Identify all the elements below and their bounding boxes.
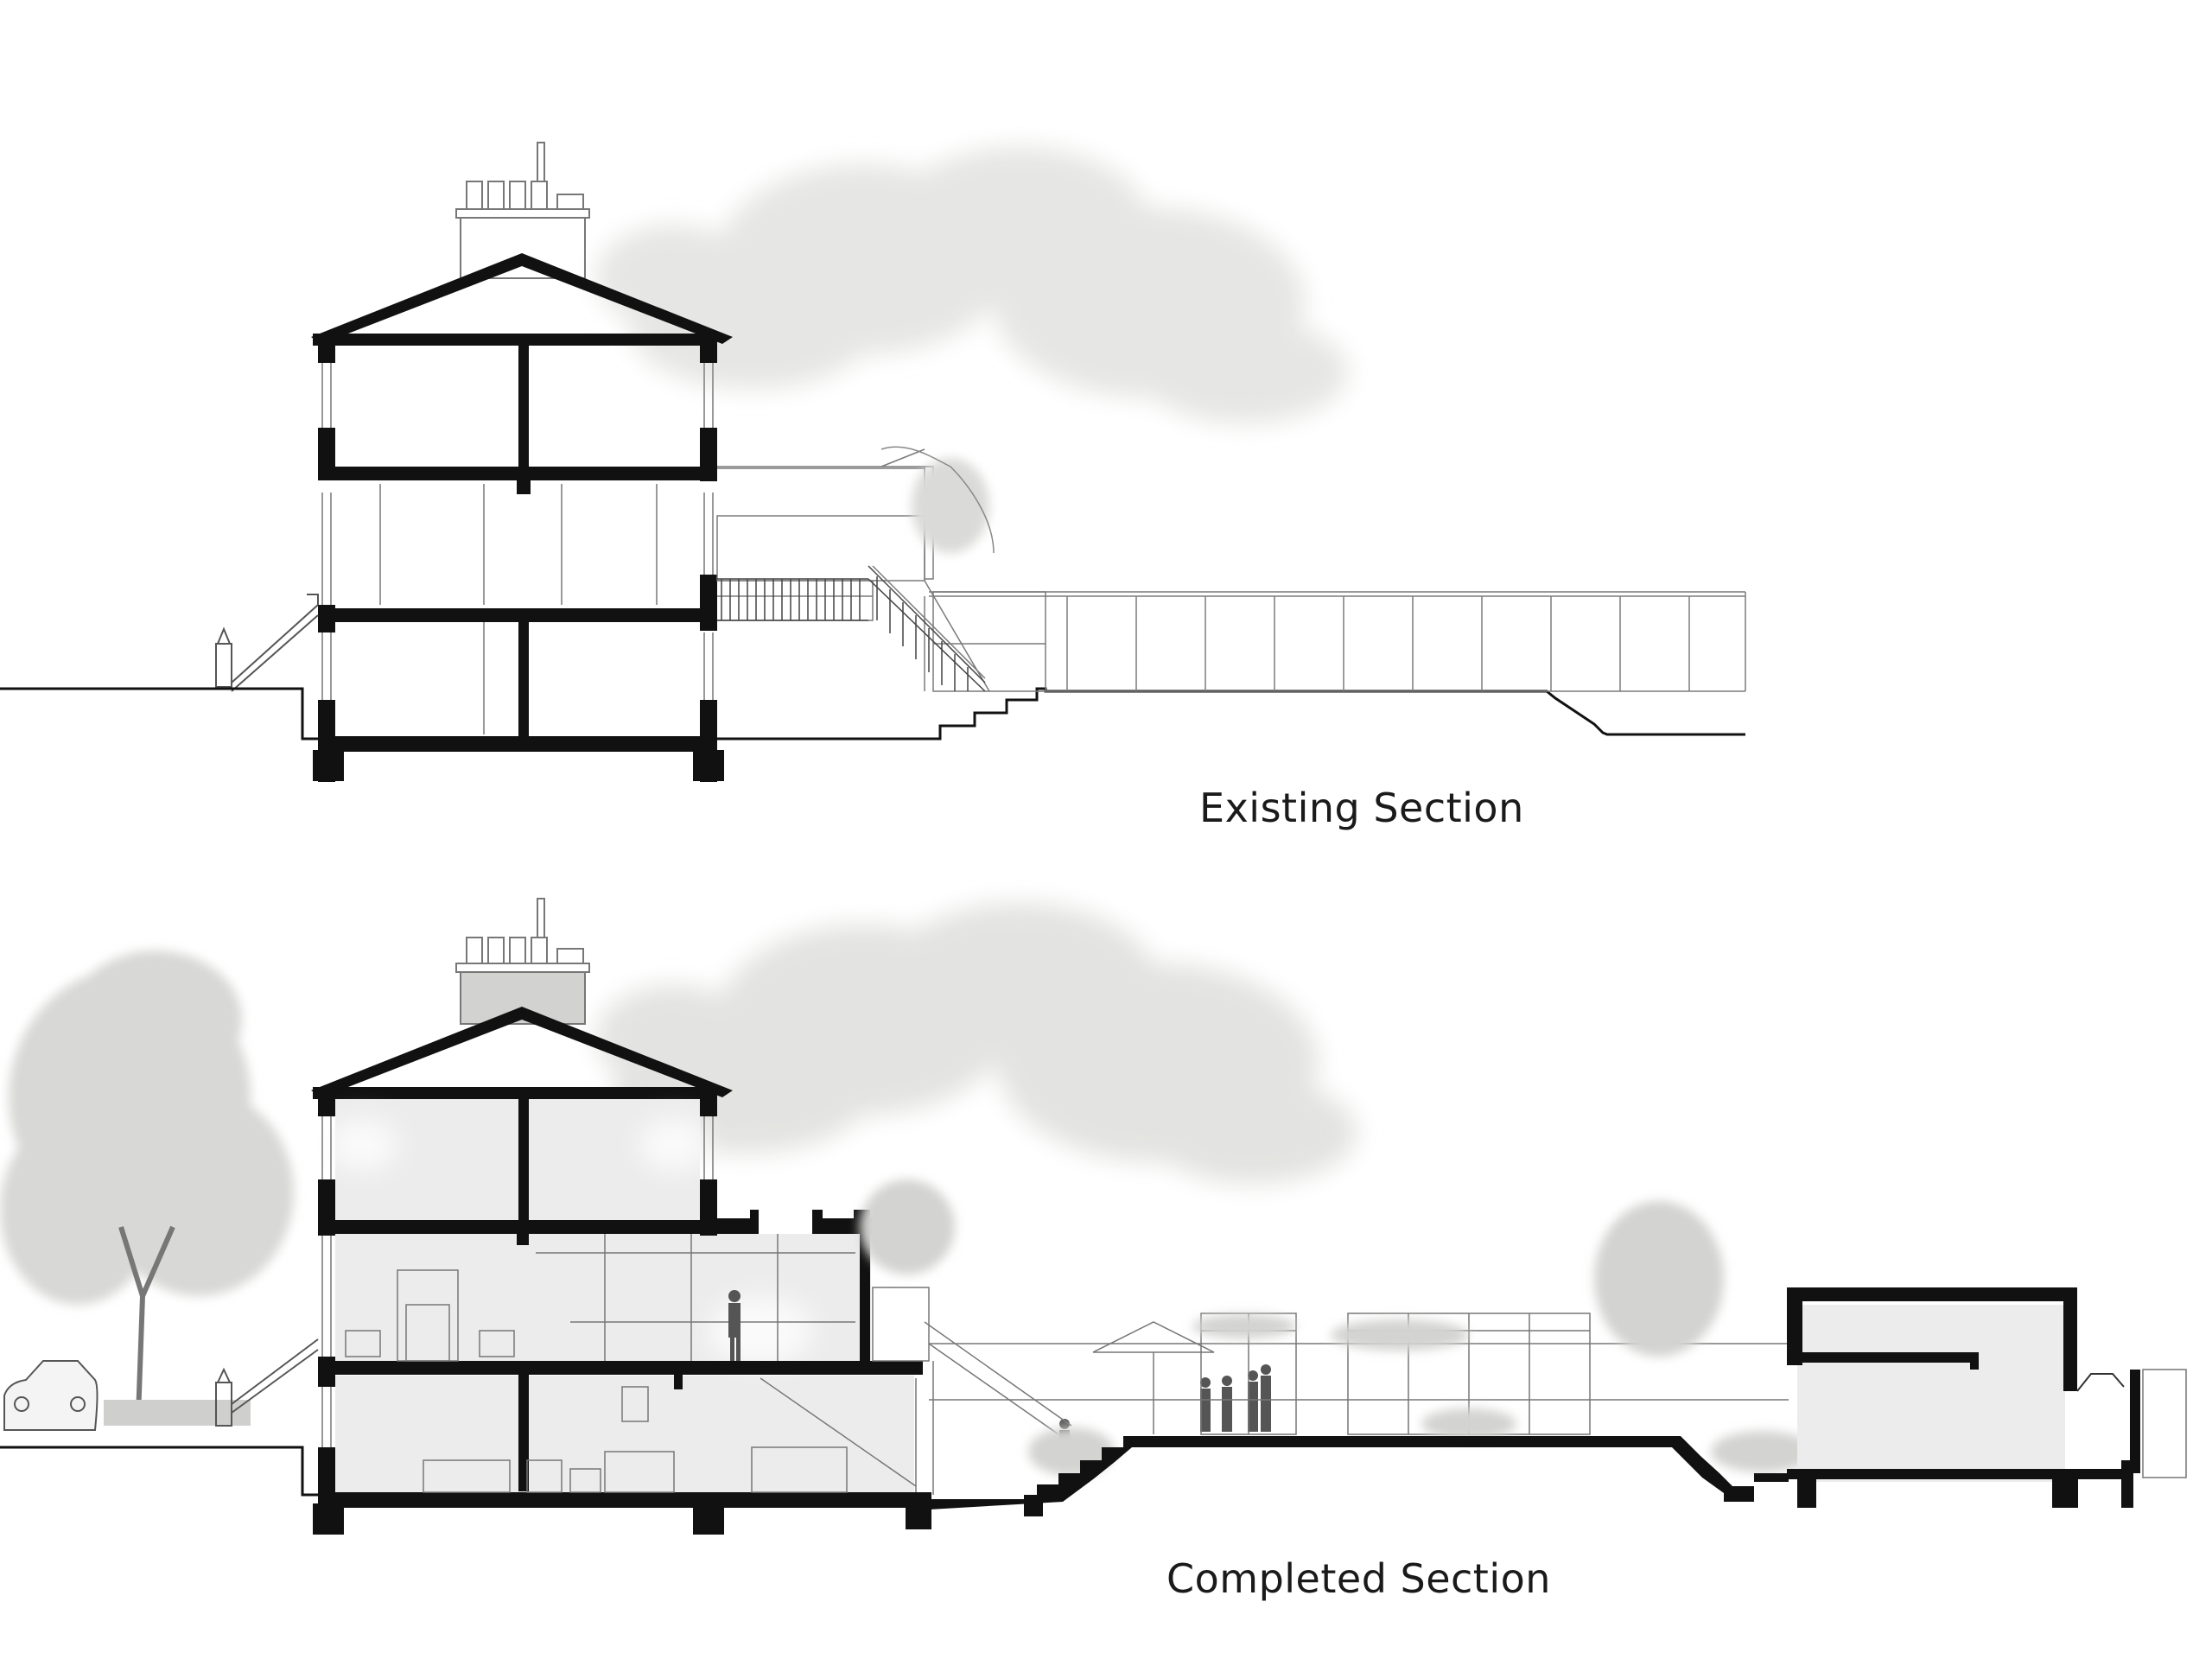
completed-section: [0, 898, 2187, 1535]
cloud-completed: [596, 903, 1357, 1184]
tree-large-completed: [0, 950, 294, 1426]
outbuilding-completed: [1787, 1287, 2187, 1508]
existing-section-caption: Existing Section: [1199, 785, 1524, 831]
cloud-existing: [596, 147, 1348, 423]
balcony-railing-existing: [717, 565, 986, 692]
garden-existing: [716, 448, 1746, 692]
chimney-completed: [455, 898, 590, 1025]
ground-completed: [914, 1436, 1789, 1510]
garden-foliage-completed: [860, 1179, 1815, 1476]
roof-existing: [311, 253, 733, 346]
existing-section: [0, 142, 1746, 782]
chimney-existing: [455, 142, 590, 279]
completed-section-caption: Completed Section: [1166, 1555, 1551, 1602]
interior-wash-completed: [335, 1099, 914, 1492]
ground-existing: [0, 687, 1745, 741]
tree-small-existing: [880, 446, 995, 554]
house-walls-existing: [313, 337, 724, 782]
house-windows-existing: [321, 363, 714, 734]
ground-line-completed: [0, 1446, 318, 1497]
interior-details-completed: [321, 1116, 917, 1493]
car-icon: [3, 1360, 99, 1431]
front-steps-existing: [215, 594, 319, 692]
roof-completed: [311, 1007, 733, 1099]
front-steps-completed: [215, 1338, 319, 1427]
